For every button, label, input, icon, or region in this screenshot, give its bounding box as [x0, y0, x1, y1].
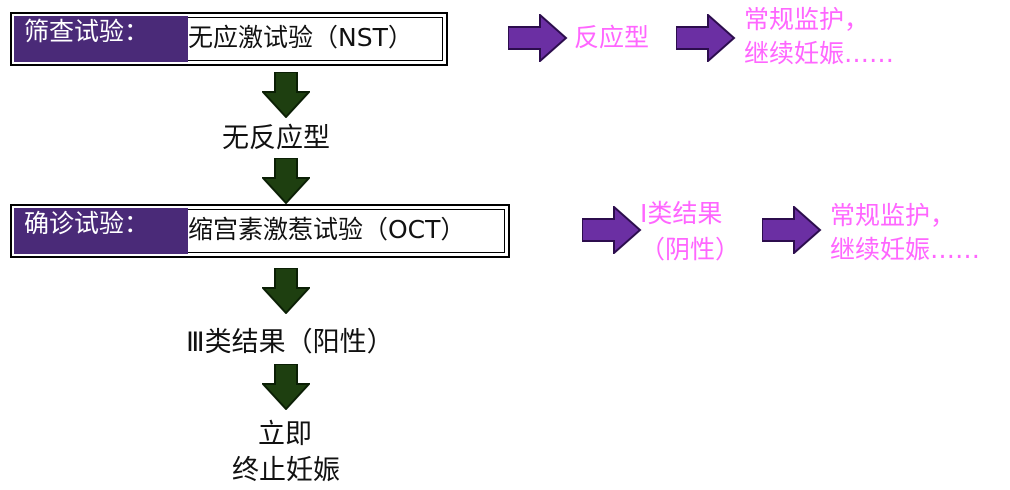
diagnostic-action-line2: 继续妊娠…… [830, 235, 981, 264]
screening-label: 筛查试验： [14, 16, 188, 62]
diagnostic-action-line1: 常规监护， [830, 201, 956, 230]
screening-test-name: 无应激试验（NST） [188, 23, 413, 52]
terminate-action-line2: 终止妊娠 [232, 455, 340, 486]
screening-reactive-result: 反应型 [574, 23, 650, 52]
terminate-action-line1: 立即 [258, 419, 312, 450]
diagnostic-test-name: 缩宫素激惹试验（OCT） [188, 215, 466, 244]
negative-result-line2: （阴性） [640, 235, 741, 264]
non-reactive-result: 无反应型 [222, 123, 330, 154]
diagnostic-test-box: 确诊试验： 缩宫素激惹试验（OCT） [10, 204, 510, 258]
down-arrow-icon [262, 72, 310, 118]
right-arrow-icon [676, 14, 736, 62]
screening-action-line2: 继续妊娠…… [744, 39, 895, 68]
negative-result-line1: Ⅰ类结果 [640, 199, 723, 228]
down-arrow-icon [262, 158, 310, 204]
diagnostic-label: 确诊试验： [14, 208, 188, 254]
screening-test-box: 筛查试验： 无应激试验（NST） [10, 12, 448, 66]
down-arrow-icon [262, 268, 310, 314]
down-arrow-icon [262, 364, 310, 410]
positive-result: Ⅲ类结果（阳性） [186, 327, 394, 358]
right-arrow-icon [762, 206, 822, 254]
right-arrow-icon [582, 206, 642, 254]
right-arrow-icon [508, 14, 568, 62]
screening-action-line1: 常规监护， [744, 5, 870, 34]
